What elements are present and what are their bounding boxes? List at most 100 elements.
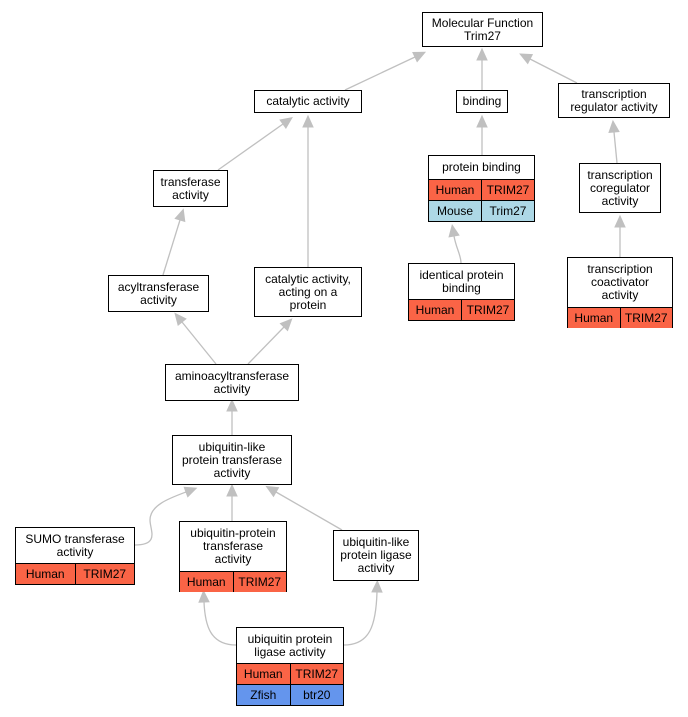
species-label: Zfish: [250, 688, 277, 702]
edge-arrowhead: [265, 485, 280, 498]
edge-line: [529, 58, 578, 84]
go-term-label: transcription coactivator activity: [587, 262, 653, 302]
edge-aminoacyl-to-catprot: [247, 318, 293, 365]
species-label: Human: [243, 667, 283, 681]
edge-arrowhead: [279, 116, 293, 130]
gene-symbol[interactable]: TRIM27: [289, 664, 344, 684]
edge-ubprot-to-ubllike: [226, 483, 238, 521]
edge-catalytic-to-mf: [344, 51, 427, 91]
edge-transferase-to-catalytic: [217, 116, 293, 171]
edge-arrowhead: [371, 579, 383, 593]
go-term-label: catalytic activity, acting on a protein: [265, 271, 351, 312]
go-term-label: transcription coregulator activity: [587, 167, 653, 208]
gene-product-row: Mouse Trim27: [429, 200, 534, 221]
go-term-label: acyltransferase activity: [117, 279, 200, 307]
gene-product-row: Human TRIM27: [409, 299, 514, 320]
go-term-transferase[interactable]: transferase activity: [153, 170, 228, 207]
go-term-label: ubiquitin protein ligase activity: [247, 631, 333, 659]
species-label: Human: [435, 183, 475, 197]
go-term-label: binding: [462, 94, 502, 108]
go-term-aminoacyl[interactable]: aminoacyltransferase activity: [165, 364, 299, 401]
go-term-label: transferase activity: [160, 174, 221, 202]
go-term-label: aminoacyltransferase activity: [174, 368, 290, 396]
edge-arrowhead: [302, 114, 314, 128]
go-term-label: ubiquitin-like protein transferase activ…: [181, 439, 283, 480]
species-label: Mouse: [436, 204, 474, 218]
edge-arrowhead: [412, 51, 427, 63]
edge-arrowhead: [448, 223, 460, 238]
species-label: Human: [186, 575, 226, 589]
go-term-label: Molecular Function Trim27: [431, 15, 534, 43]
go-term-label: catalytic activity: [266, 94, 350, 108]
edge-line: [217, 123, 284, 171]
gene-product-row: Human TRIM27: [568, 307, 672, 328]
go-term-coreg[interactable]: transcription coregulator activity: [579, 163, 661, 213]
edge-ubllig-to-ubllike: [265, 485, 343, 531]
gene-symbol[interactable]: Trim27: [481, 201, 534, 221]
edge-coreg-to-txreg: [608, 119, 620, 164]
edge-acyl-to-transferase: [162, 208, 186, 276]
edge-line: [343, 591, 378, 646]
edge-arrowhead: [226, 483, 238, 497]
edge-line: [613, 131, 618, 164]
edge-arrowhead: [614, 214, 626, 228]
gene-product-row: Human TRIM27: [429, 179, 534, 200]
go-term-binding[interactable]: binding: [456, 90, 508, 113]
edge-arrowhead: [183, 486, 198, 498]
edge-line: [453, 235, 462, 264]
edge-arrowhead: [608, 119, 620, 134]
go-term-catalytic[interactable]: catalytic activity: [254, 90, 362, 113]
edge-ubllike-to-aminoacyl: [226, 398, 238, 435]
gene-symbol[interactable]: TRIM27: [74, 564, 135, 584]
gene-symbol[interactable]: TRIM27: [481, 180, 534, 200]
go-term-label: ubiquitin-like protein ligase activity: [340, 535, 412, 575]
go-term-label: identical protein binding: [419, 267, 504, 295]
gene-symbol[interactable]: TRIM27: [461, 300, 514, 320]
edge-line: [247, 326, 285, 365]
edge-arrowhead: [279, 318, 293, 332]
edge-line: [134, 491, 187, 546]
edge-ubplig-to-ubllig: [343, 579, 383, 646]
gene-product-row: Human TRIM27: [180, 571, 286, 592]
edge-line: [344, 56, 416, 91]
go-term-catprot[interactable]: catalytic activity, acting on a protein: [254, 267, 362, 317]
gene-symbol[interactable]: TRIM27: [232, 572, 287, 592]
go-term-acyl[interactable]: acyltransferase activity: [108, 275, 209, 312]
go-term-txreg[interactable]: transcription regulator activity: [558, 83, 670, 118]
gene-product-row: Zfish btr20: [237, 684, 343, 705]
species-label: Human: [415, 303, 455, 317]
edge-arrowhead: [519, 53, 534, 65]
edge-arrowhead: [198, 589, 210, 603]
gene-product-row: Human TRIM27: [237, 663, 343, 684]
edge-arrowhead: [226, 398, 238, 412]
edge-line: [181, 321, 217, 365]
edge-line: [203, 601, 237, 646]
species-label: Human: [574, 311, 614, 325]
gene-product-row: Human TRIM27: [16, 563, 134, 584]
go-term-label: SUMO transferase activity: [25, 531, 125, 559]
go-term-mf[interactable]: Molecular Function Trim27: [422, 12, 543, 47]
go-term-label: protein binding: [442, 160, 521, 174]
edge-arrowhead: [174, 312, 187, 327]
edge-sumo-to-ubllike: [134, 486, 198, 546]
edge-binding-to-mf: [476, 47, 488, 90]
gene-symbol[interactable]: btr20: [289, 685, 344, 705]
edge-ubplig-to-ubprot: [198, 589, 237, 646]
species-label: Human: [25, 567, 65, 581]
edge-arrowhead: [174, 208, 186, 223]
gene-symbol[interactable]: TRIM27: [619, 308, 673, 328]
go-term-label: transcription regulator activity: [570, 86, 658, 114]
go-term-ubllike[interactable]: ubiquitin-like protein transferase activ…: [172, 435, 292, 485]
edge-identical-to-protbinding: [448, 223, 462, 264]
go-term-ubllig[interactable]: ubiquitin-like protein ligase activity: [333, 530, 419, 581]
edge-line: [275, 491, 343, 531]
edge-line: [162, 219, 181, 276]
